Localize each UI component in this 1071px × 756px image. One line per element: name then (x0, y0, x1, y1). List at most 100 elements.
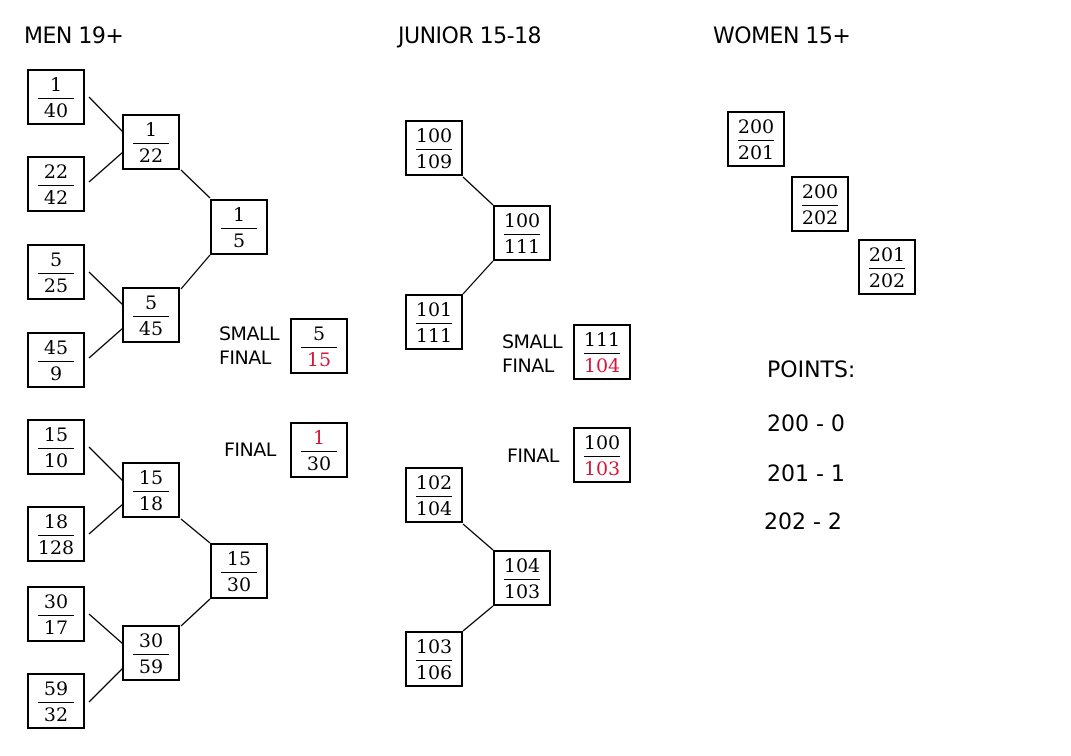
match-bottom-number: 15 (306, 349, 332, 371)
match-top-number: 15 (43, 424, 69, 446)
match-top-number: 1 (144, 119, 158, 141)
match-top-number: 15 (226, 548, 252, 570)
match-bottom-number: 111 (415, 325, 453, 347)
match-top-number: 22 (43, 161, 69, 183)
match-bottom-number: 42 (43, 187, 69, 209)
small-final-label-line1: SMALL (502, 331, 563, 353)
connector-line (180, 254, 211, 290)
match-top-number: 59 (43, 678, 69, 700)
small-final-label-line2: FINAL (219, 347, 271, 369)
match-top-number: 102 (415, 472, 453, 494)
match-top-number: 1 (312, 427, 326, 449)
match-top-number: 101 (415, 299, 453, 321)
match-bottom-number: 18 (138, 493, 164, 515)
match-divider (221, 228, 257, 229)
match-top-number: 45 (43, 337, 69, 359)
match-bottom-number: 109 (415, 151, 453, 173)
match-top-number: 1 (49, 74, 63, 96)
match-bottom-number: 202 (868, 270, 906, 292)
match-divider (584, 353, 620, 354)
connector-line (462, 260, 494, 295)
match-top-number: 100 (503, 210, 541, 232)
match-divider (738, 140, 774, 141)
match-bottom-number: 30 (226, 574, 252, 596)
match-top-number: 1 (232, 204, 246, 226)
match-bottom-number: 10 (43, 450, 69, 472)
match-bottom-number: 111 (503, 236, 541, 258)
connector-line (88, 271, 124, 306)
connector-line (180, 518, 211, 544)
match-top-number: 5 (144, 292, 158, 314)
match-top-number: 18 (43, 511, 69, 533)
connector-line (88, 613, 124, 645)
connector-line (88, 151, 124, 183)
match-top-number: 103 (415, 636, 453, 658)
match-bottom-number: 201 (737, 142, 775, 164)
connector-line (88, 96, 124, 133)
match-bottom-number: 9 (49, 363, 63, 385)
match-bottom-number: 5 (232, 230, 246, 252)
match-divider (38, 273, 74, 274)
match-divider (416, 496, 452, 497)
match-top-number: 201 (868, 244, 906, 266)
match-divider (38, 702, 74, 703)
match-bottom-number: 103 (583, 458, 621, 480)
match-top-number: 200 (801, 181, 839, 203)
match-top-number: 5 (312, 323, 326, 345)
connector-line (88, 446, 124, 482)
match-divider (802, 205, 838, 206)
match-divider (301, 451, 337, 452)
match-divider (133, 316, 169, 317)
match-top-number: 104 (503, 555, 541, 577)
final-label: FINAL (507, 445, 559, 467)
final-label: FINAL (224, 439, 276, 461)
men-section-title: MEN 19+ (24, 24, 124, 49)
match-top-number: 5 (49, 249, 63, 271)
connector-line (88, 667, 124, 703)
points-row: 201 - 1 (767, 462, 845, 487)
connector-line (462, 605, 494, 632)
match-bottom-number: 106 (415, 662, 453, 684)
match-divider (38, 615, 74, 616)
match-divider (504, 234, 540, 235)
match-bottom-number: 45 (138, 318, 164, 340)
match-divider (416, 149, 452, 150)
connector-line (88, 327, 124, 359)
match-top-number: 100 (583, 432, 621, 454)
small-final-label-line1: SMALL (219, 323, 280, 345)
match-bottom-number: 32 (43, 704, 69, 726)
match-top-number: 100 (415, 125, 453, 147)
match-top-number: 15 (138, 467, 164, 489)
match-divider (416, 323, 452, 324)
match-divider (584, 456, 620, 457)
match-bottom-number: 59 (138, 656, 164, 678)
match-bottom-number: 25 (43, 275, 69, 297)
match-top-number: 111 (583, 329, 621, 351)
match-divider (221, 572, 257, 573)
junior-section-title: JUNIOR 15-18 (398, 24, 542, 49)
match-bottom-number: 22 (138, 145, 164, 167)
match-bottom-number: 104 (583, 355, 621, 377)
connector-line (180, 169, 211, 199)
